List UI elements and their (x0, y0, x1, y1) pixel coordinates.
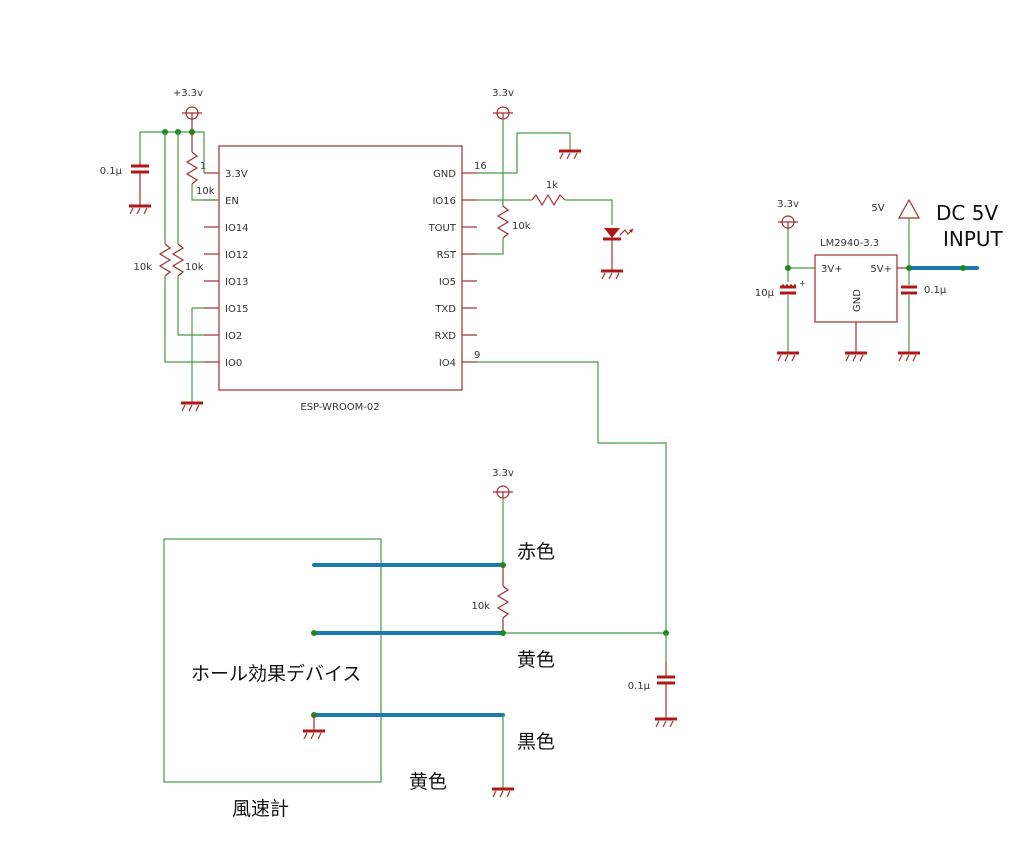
esp-left-pins: 3.3V EN IO14 IO12 IO13 IO15 IO2 IO0 1 (200, 161, 249, 369)
anemometer-enclosure (163, 538, 382, 783)
junction (311, 630, 317, 636)
regulator-pin-gnd: GND (852, 289, 863, 312)
resistor-en: 10k (185, 132, 219, 201)
ground-symbol (492, 787, 514, 798)
ground-symbol (181, 401, 203, 412)
svg-text:10k: 10k (196, 186, 215, 197)
resistor-sensor-pullup: 10k (471, 565, 510, 633)
led-icon (603, 228, 634, 270)
ground-symbol (559, 149, 581, 160)
ground-symbol (898, 351, 920, 362)
pin-txd: TXD (434, 304, 456, 315)
pin-io0: IO0 (225, 358, 242, 369)
hall-effect-device-label: ホール効果デバイス (191, 663, 361, 685)
pin-io14: IO14 (225, 223, 249, 234)
dc-input-label-line1: DC 5V (936, 201, 998, 225)
ground-symbol (777, 351, 799, 362)
wire-label-yellow-outer: 黄色 (409, 771, 447, 793)
svg-text:10k: 10k (185, 262, 204, 273)
power-symbol-3v3-sensor: 3.3v (492, 468, 514, 499)
esp-module-name: ESP-WROOM-02 (300, 402, 379, 413)
ground-symbol (655, 717, 677, 728)
wire-led (565, 199, 613, 225)
capacitor-electrolytic: + 10μ (755, 279, 806, 352)
capacitor-decouple: 0.1μ (100, 132, 149, 205)
wire-label-yellow: 黄色 (517, 649, 555, 671)
wire-io15-gnd (191, 307, 204, 402)
junction (785, 265, 791, 271)
esp-module-body (218, 145, 463, 391)
regulator-pin-out: 3V+ (821, 264, 843, 275)
ground-symbol (129, 204, 151, 215)
pin-tout: TOUT (428, 223, 457, 234)
ground-symbol (845, 351, 867, 362)
svg-text:0.1μ: 0.1μ (924, 285, 947, 296)
junction (960, 265, 966, 271)
wire-label-black: 黒色 (517, 731, 555, 753)
pin-rxd: RXD (435, 331, 457, 342)
pin-en: EN (225, 196, 239, 207)
svg-text:0.1μ: 0.1μ (628, 681, 651, 692)
wire-label-red: 赤色 (517, 541, 555, 563)
resistor-io2: 10k (171, 132, 204, 336)
svg-text:10k: 10k (512, 221, 531, 232)
svg-text:3.3v: 3.3v (492, 468, 514, 479)
svg-text:1k: 1k (546, 180, 558, 191)
junction (906, 265, 912, 271)
pin-io12: IO12 (225, 250, 249, 261)
pin-number-16: 16 (474, 161, 487, 172)
wire-gnd (477, 132, 571, 174)
ground-symbol (303, 729, 325, 740)
svg-text:10k: 10k (133, 262, 152, 273)
regulator-name: LM2940-3.3 (820, 238, 879, 249)
pin-rst: RST (437, 250, 457, 261)
power-symbol-5v: 5V (871, 198, 921, 219)
pin-io15: IO15 (225, 304, 249, 315)
ground-symbol (601, 269, 623, 280)
resistor-io0: 10k (133, 132, 204, 363)
svg-text:3.3v: 3.3v (777, 199, 799, 210)
pin-number-9: 9 (474, 350, 480, 361)
wire-3v3-rail (140, 131, 205, 173)
dc-input-label-line2: INPUT (943, 227, 1004, 251)
regulator-pin-in: 5V+ (870, 264, 892, 275)
pin-io16: IO16 (432, 196, 456, 207)
capacitor-reg-out: 0.1μ (901, 285, 947, 352)
pin-io4: IO4 (439, 358, 456, 369)
pin-io5: IO5 (439, 277, 456, 288)
svg-text:+3.3v: +3.3v (173, 88, 203, 99)
pin-gnd: GND (433, 169, 456, 180)
esp-right-pins: GND IO16 TOUT RST IO5 TXD RXD IO4 16 9 (428, 161, 487, 369)
pin-number-1: 1 (200, 161, 206, 172)
svg-text:10k: 10k (471, 601, 490, 612)
power-symbol-3v3-reg: 3.3v (777, 199, 799, 230)
pin-io2: IO2 (225, 331, 242, 342)
pin-io13: IO13 (225, 277, 249, 288)
junction (500, 630, 506, 636)
anemometer-label: 風速計 (232, 798, 289, 820)
svg-text:+: + (799, 279, 806, 288)
svg-text:5V: 5V (871, 203, 884, 214)
power-symbol-3v3-mid: 3.3v (492, 88, 514, 120)
pin-3v3: 3.3V (225, 169, 248, 180)
power-symbol-3v3-left: +3.3v (173, 88, 203, 132)
svg-text:0.1μ: 0.1μ (100, 166, 123, 177)
svg-text:3.3v: 3.3v (492, 88, 514, 99)
resistor-rst: 10k (477, 205, 531, 255)
capacitor-sensor: 0.1μ (628, 633, 675, 718)
svg-text:10μ: 10μ (755, 288, 775, 299)
wire-io4-signal (477, 361, 667, 633)
resistor-led: 1k (531, 180, 566, 207)
